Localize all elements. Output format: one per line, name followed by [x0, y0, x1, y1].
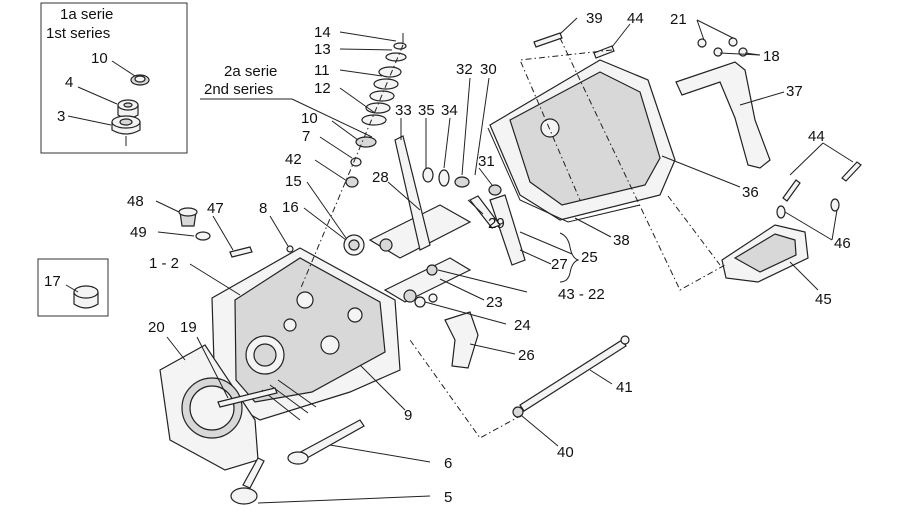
callout-19: 19 [180, 319, 197, 336]
callout-44a: 44 [627, 10, 644, 27]
callout-labels: 10 4 3 17 14 13 11 12 10 7 42 15 16 8 48… [44, 10, 851, 506]
inset-series-1-line2: 1st series [46, 25, 110, 42]
side-cover-45-drawing [721, 224, 809, 283]
valves-drawing [230, 419, 365, 505]
stud-19-drawing [217, 387, 278, 408]
callout-27: 27 [551, 256, 568, 273]
callout-48: 48 [127, 193, 144, 210]
callout-29: 29 [488, 215, 505, 232]
callout-21: 21 [670, 11, 687, 28]
cylinder-head-drawing [211, 247, 401, 421]
rocker-arm-26-drawing [444, 311, 479, 369]
callout-47: 47 [207, 200, 224, 217]
callout-33: 33 [395, 102, 412, 119]
callout-46: 46 [834, 235, 851, 252]
callout-28: 28 [372, 169, 389, 186]
inset-series-1-line1: 1a serie [60, 6, 113, 23]
stud-47-drawing [229, 246, 253, 258]
callout-11: 11 [314, 62, 330, 79]
callout-7: 7 [302, 128, 310, 145]
callout-49: 49 [130, 224, 147, 241]
head-gasket-drawing [159, 344, 259, 471]
callout-4: 4 [65, 74, 73, 91]
callout-13: 13 [314, 41, 331, 58]
callout-20: 20 [148, 319, 165, 336]
callout-30: 30 [480, 61, 497, 78]
series-2-line2: 2nd series [204, 81, 273, 98]
leader-lines [155, 17, 854, 504]
callout-10a: 10 [91, 50, 108, 67]
dowel-8-drawing [286, 245, 294, 253]
inset-1st-series-box [40, 2, 188, 154]
inset-parts-drawing [111, 74, 150, 146]
callout-23: 23 [486, 294, 503, 311]
callout-34: 34 [441, 102, 458, 119]
callout-41: 41 [616, 379, 633, 396]
callout-32: 32 [456, 61, 473, 78]
callout-16: 16 [282, 199, 299, 216]
bracket-37-drawing [675, 61, 771, 169]
callout-43-22: 43 - 22 [558, 286, 605, 303]
callout-38: 38 [613, 232, 630, 249]
tie-rod-41-drawing [519, 339, 627, 412]
callout-35: 35 [418, 102, 435, 119]
callout-6: 6 [444, 455, 452, 472]
callout-17: 17 [44, 273, 61, 290]
callout-44b: 44 [808, 128, 825, 145]
callout-15: 15 [285, 173, 302, 190]
part-17-drawing [73, 285, 99, 309]
rocker-support-drawing [368, 135, 526, 308]
callout-8: 8 [259, 200, 267, 217]
callout-39: 39 [586, 10, 603, 27]
callout-25: 25 [581, 249, 598, 266]
callout-12: 12 [314, 80, 331, 97]
callout-1-2: 1 - 2 [149, 255, 179, 272]
callout-36: 36 [742, 184, 759, 201]
oil-filler-drawing [178, 207, 211, 241]
head-cover-drawing [487, 59, 676, 223]
callout-18: 18 [763, 48, 780, 65]
screw-44a-drawing [593, 45, 615, 59]
part-17-box [37, 258, 109, 317]
series-2-line1: 2a serie [224, 63, 277, 80]
callout-42: 42 [285, 151, 302, 168]
callout-3: 3 [57, 108, 65, 125]
callout-10b: 10 [301, 110, 318, 127]
callout-9: 9 [404, 407, 412, 424]
screws-44b-46-drawing [776, 161, 862, 219]
callout-45: 45 [815, 291, 832, 308]
callout-31: 31 [478, 153, 495, 170]
callout-24: 24 [514, 317, 531, 334]
callout-40: 40 [557, 444, 574, 461]
callout-26: 26 [518, 347, 535, 364]
callout-14: 14 [314, 24, 331, 41]
callout-37: 37 [786, 83, 803, 100]
screw-39-drawing [533, 32, 563, 48]
callout-5: 5 [444, 489, 452, 506]
